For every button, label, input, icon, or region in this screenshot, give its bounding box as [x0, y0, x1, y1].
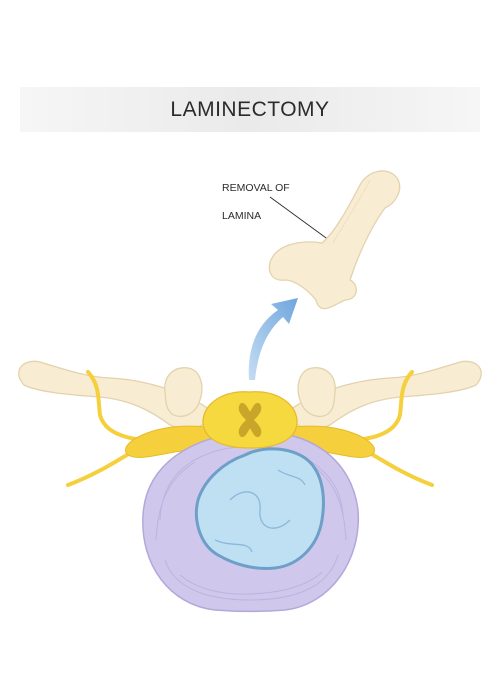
disc-ring-2 — [164, 554, 339, 601]
removed-lamina-detail — [332, 179, 371, 244]
right-transverse-process — [289, 360, 482, 430]
right-nerve-root-lower — [363, 448, 434, 487]
page-title: LAMINECTOMY — [170, 97, 330, 121]
disc-ring-4 — [155, 461, 196, 541]
spinal-cord-grey-matter — [238, 402, 262, 438]
removal-arrow — [248, 298, 298, 380]
left-nerve-root-lower — [66, 448, 137, 487]
title-banner: LAMINECTOMY — [20, 87, 480, 132]
left-transverse-process — [18, 360, 211, 430]
left-articular-process — [164, 367, 203, 417]
right-articular-process — [297, 367, 336, 417]
nucleus-fold-3 — [277, 469, 306, 486]
callout-label-line-2: LAMINA — [222, 210, 262, 222]
right-nerve-root-upper — [353, 370, 414, 442]
nucleus-fold-2 — [214, 539, 253, 553]
callout-leader-line — [269, 196, 334, 244]
nucleus-fold-1 — [229, 491, 291, 529]
disc-ring-3 — [179, 571, 323, 595]
callout-label: REMOVAL OF LAMINA — [222, 167, 290, 237]
left-nerve-root-upper — [86, 370, 147, 442]
callout-label-line-1: REMOVAL OF — [222, 182, 290, 194]
